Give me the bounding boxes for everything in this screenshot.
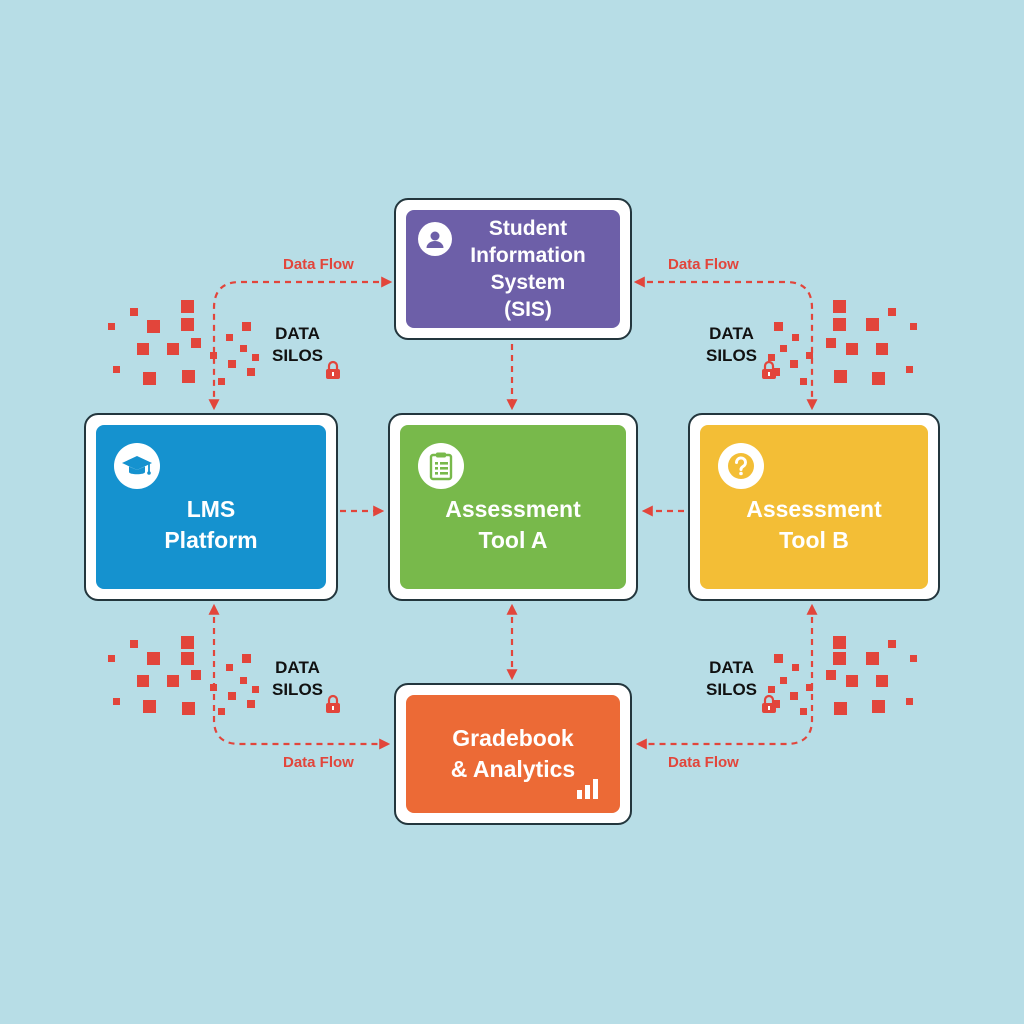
user-icon (418, 222, 452, 256)
node-grade-panel: Gradebook & Analytics (406, 695, 620, 813)
node-sis-panel: Student Information System (SIS) (406, 210, 620, 328)
lock-icon (326, 360, 340, 379)
arrow-sis-lms (208, 276, 393, 411)
data-silo-pixels (108, 300, 917, 715)
silo-label-bottom-left: DATA SILOS (272, 658, 324, 699)
node-grade-label: Gradebook & Analytics (450, 725, 576, 782)
lock-icon (762, 360, 776, 379)
silo-label-top-right: DATA SILOS (706, 324, 758, 365)
node-tool-b-panel: Assessment Tool B (700, 425, 928, 589)
node-assessment-tool-a[interactable]: Assessment Tool A (388, 413, 638, 601)
node-gradebook-analytics[interactable]: Gradebook & Analytics (394, 683, 632, 825)
silo-label-bottom-right: DATA SILOS (706, 658, 758, 699)
node-lms-label: LMS Platform (164, 496, 258, 553)
node-tool-b-label: Assessment Tool B (746, 496, 882, 553)
flow-label-top-left: Data Flow (283, 256, 354, 273)
node-lms[interactable]: LMS Platform (84, 413, 338, 601)
flow-label-bottom-right: Data Flow (668, 754, 739, 771)
node-sis-label: Student Information System (SIS) (470, 217, 586, 321)
graduation-cap-icon (114, 443, 160, 489)
lock-icon (762, 694, 776, 713)
node-lms-panel: LMS Platform (96, 425, 326, 589)
node-tool-a-panel: Assessment Tool A (400, 425, 626, 589)
flow-label-top-right: Data Flow (668, 256, 739, 273)
node-tool-a-label: Assessment Tool A (445, 496, 581, 553)
node-sis[interactable]: Student Information System (SIS) (394, 198, 632, 340)
node-assessment-tool-b[interactable]: Assessment Tool B (688, 413, 940, 601)
arrow-sis-toolb (633, 276, 818, 411)
bar-chart-icon (577, 779, 598, 799)
flow-label-bottom-left: Data Flow (283, 754, 354, 771)
lock-icon (326, 694, 340, 713)
silo-label-top-left: DATA SILOS (272, 324, 324, 365)
question-icon (718, 443, 764, 489)
arrow-toolb-grade (635, 603, 818, 750)
arrow-lms-grade (208, 603, 391, 750)
clipboard-icon (418, 443, 464, 489)
